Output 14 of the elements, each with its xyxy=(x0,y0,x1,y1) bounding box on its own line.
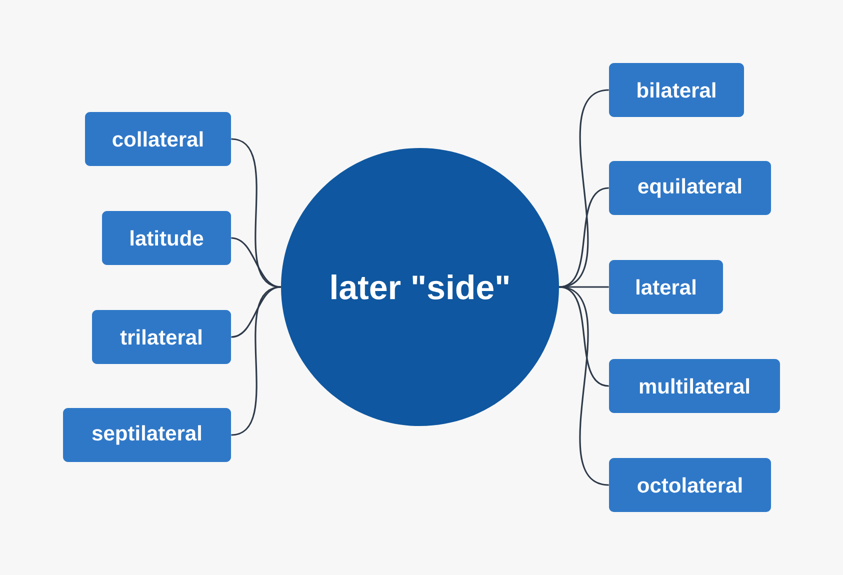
word-box: trilateral xyxy=(92,310,231,364)
connector-line xyxy=(559,286,609,486)
connector-line xyxy=(559,286,609,288)
word-box: septilateral xyxy=(63,408,231,462)
word-box: octolateral xyxy=(609,458,771,512)
word-box: multilateral xyxy=(609,359,780,413)
connector-line xyxy=(231,286,281,436)
word-box: collateral xyxy=(85,112,231,166)
connector-line xyxy=(231,237,281,288)
word-box: lateral xyxy=(609,260,723,314)
word-box: latitude xyxy=(102,211,231,265)
connector-line xyxy=(231,286,281,338)
word-box: equilateral xyxy=(609,161,771,215)
word-box: bilateral xyxy=(609,63,744,117)
